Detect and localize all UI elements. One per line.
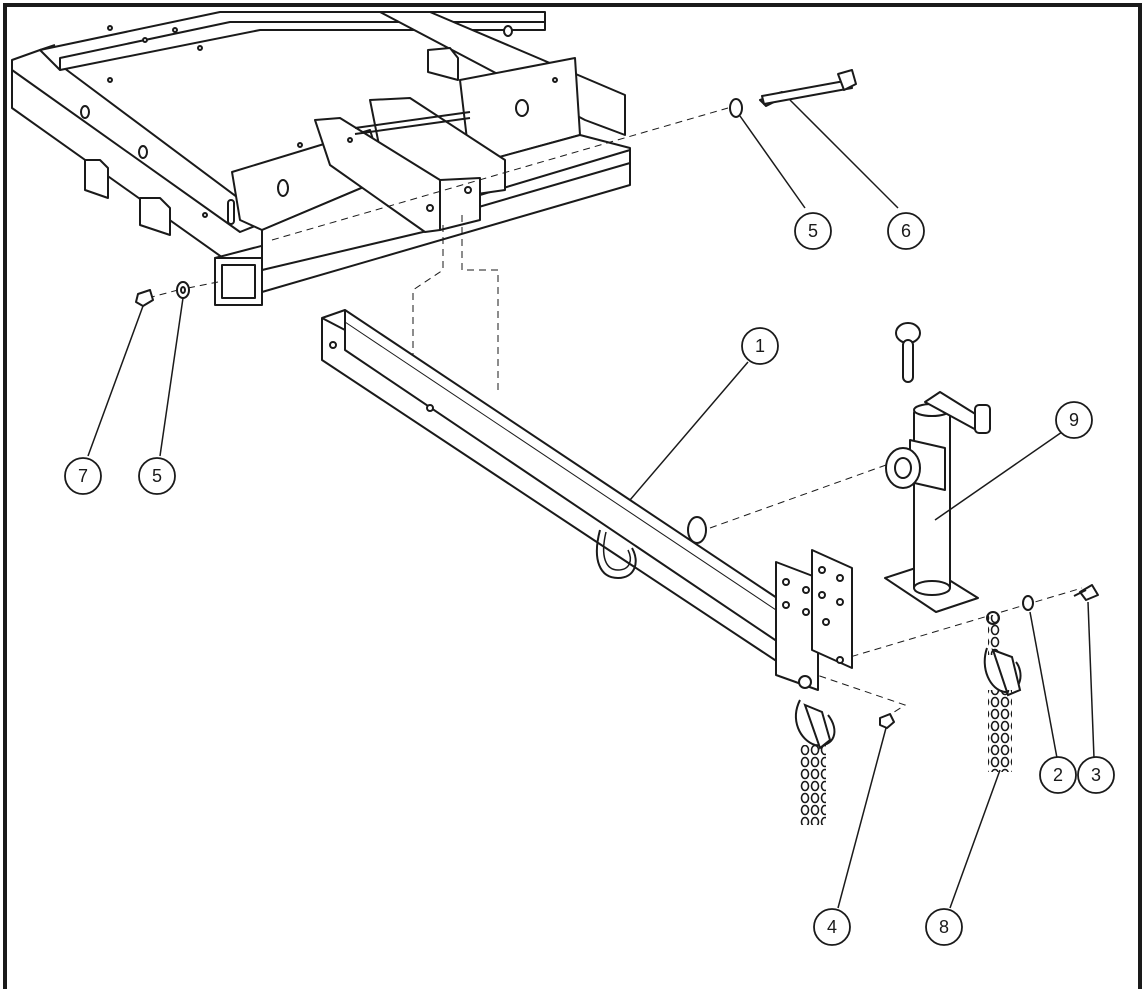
washer-2 (1022, 595, 1034, 611)
hitch-plates (775, 549, 853, 691)
svg-text:3: 3 (1091, 765, 1101, 785)
callout-1: 1 (741, 327, 779, 365)
safety-chain-right (983, 611, 1022, 772)
callouts: 1 2 3 4 5 5 6 7 (64, 212, 1115, 946)
nut-4 (879, 713, 895, 729)
svg-text:2: 2 (1053, 765, 1063, 785)
leader-lines (87, 99, 1095, 909)
svg-text:6: 6 (901, 221, 911, 241)
callout-4: 4 (813, 908, 851, 946)
svg-text:8: 8 (939, 917, 949, 937)
leader-5b (159, 297, 184, 457)
bolt-3 (1079, 584, 1099, 601)
assembly-guide-lines (147, 107, 1083, 719)
callout-5-top: 5 (794, 212, 832, 250)
svg-text:7: 7 (78, 466, 88, 486)
callout-2: 2 (1039, 756, 1077, 794)
svg-text:9: 9 (1069, 410, 1079, 430)
leader-2 (1029, 611, 1058, 759)
leader-8 (949, 769, 1001, 909)
washer-5-top (729, 98, 743, 118)
callout-3: 3 (1077, 756, 1115, 794)
tongue-jack (884, 322, 991, 613)
callout-7: 7 (64, 457, 102, 495)
svg-text:1: 1 (755, 336, 765, 356)
leader-6 (789, 99, 899, 209)
svg-text:4: 4 (827, 917, 837, 937)
callout-8: 8 (925, 908, 963, 946)
hardware (135, 69, 1099, 729)
safety-chain-left (795, 675, 836, 825)
leader-7 (87, 305, 144, 457)
leader-1 (629, 361, 749, 501)
tongue-tube (321, 309, 826, 671)
svg-text:5: 5 (152, 466, 162, 486)
callout-9: 9 (1055, 401, 1093, 439)
leader-4 (837, 727, 887, 909)
callout-5-left: 5 (138, 457, 176, 495)
svg-text:5: 5 (808, 221, 818, 241)
leader-3 (1087, 601, 1095, 759)
nut-7 (135, 289, 154, 307)
leader-9 (934, 431, 1063, 521)
leader-5a (739, 115, 806, 209)
trailer-frame (11, 11, 631, 306)
diagram-border (3, 3, 1142, 994)
callout-6: 6 (887, 212, 925, 250)
